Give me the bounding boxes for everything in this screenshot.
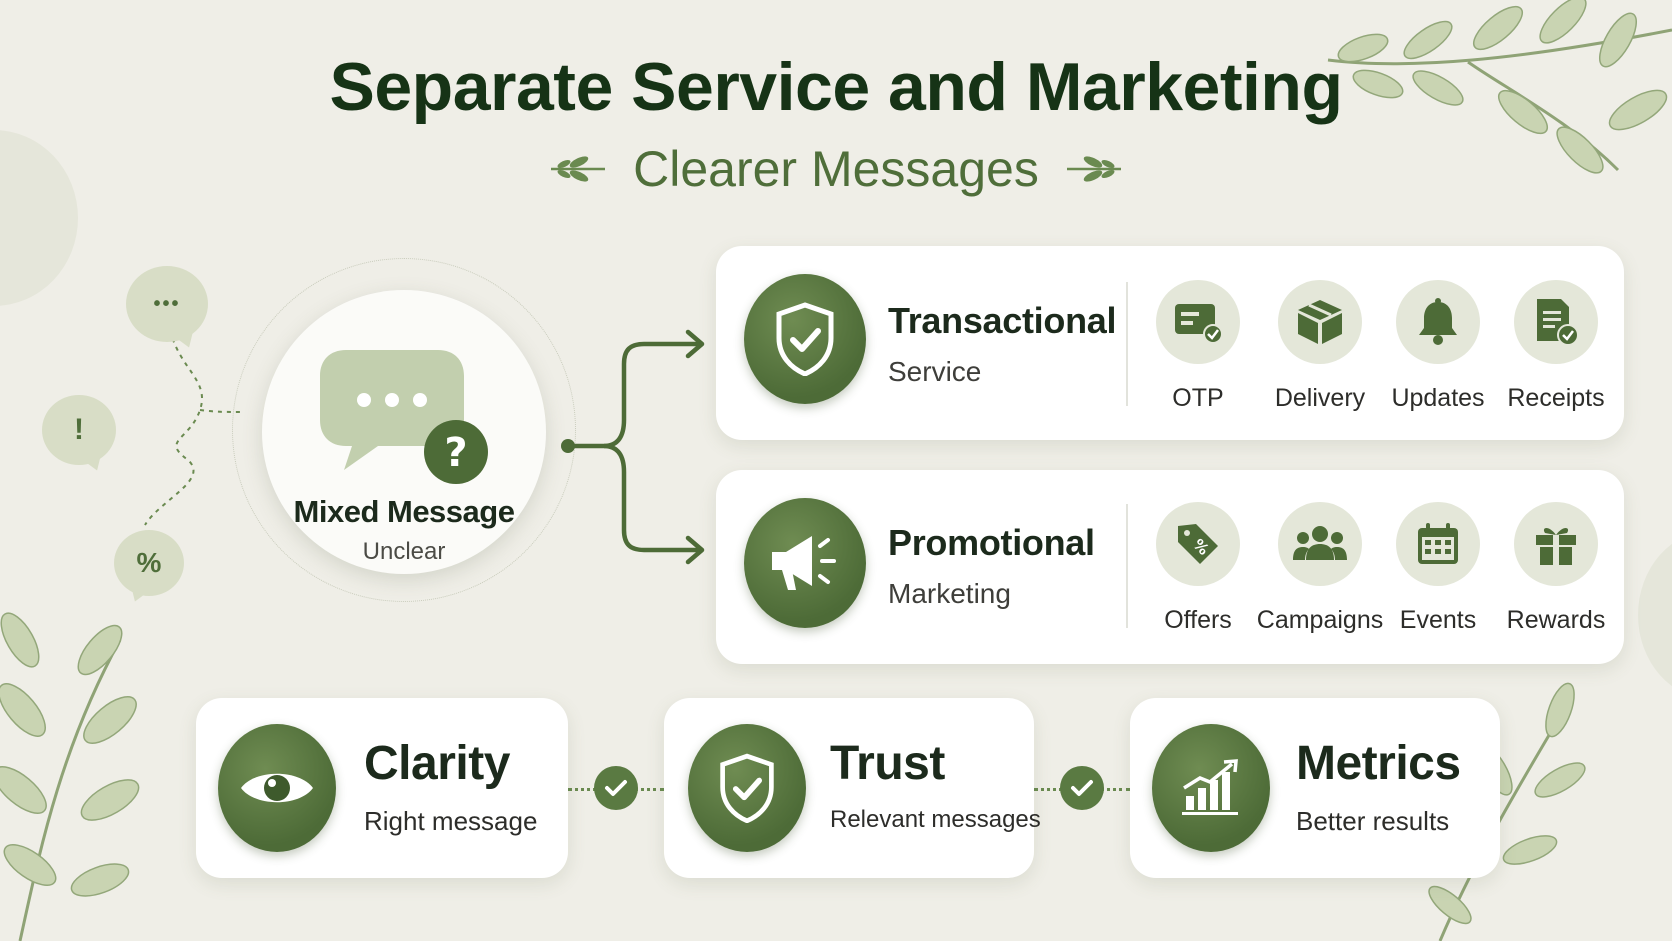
bubble-exclamation-symbol: !: [74, 413, 84, 446]
chat-bubble-exclamation-icon: !: [42, 395, 116, 475]
promotional-divider: [1126, 504, 1128, 628]
subtitle-row: Clearer Messages: [0, 140, 1672, 198]
benefit-subtitle-metrics: Better results: [1296, 806, 1450, 836]
item-label-offers: Offers: [1164, 606, 1232, 634]
check-icon-1: [594, 766, 638, 810]
transactional-divider: [1126, 282, 1128, 406]
shield-check-icon: [744, 274, 866, 404]
item-label-campaigns: Campaigns: [1256, 606, 1384, 634]
page-title: Separate Service and Marketing: [329, 49, 1343, 125]
sprig-right-icon: [1066, 156, 1121, 182]
promotional-subtitle: Marketing: [888, 578, 1011, 609]
mixed-message-ring: [232, 258, 576, 602]
tag-percent-icon: %: [1156, 502, 1240, 586]
benefit-title-trust: Trust: [830, 737, 945, 790]
mixed-chat-question-icon: ?: [320, 350, 488, 484]
bubble-percent-symbol: %: [136, 547, 162, 578]
benefit-subtitle-trust: Relevant messages: [830, 806, 1041, 833]
chat-bubble-dots-icon: •••: [126, 266, 208, 352]
mixed-message-subtitle: Unclear: [362, 538, 446, 565]
growth-chart-icon: [1152, 724, 1270, 852]
bell-icon: [1396, 280, 1480, 364]
otp-card-icon: [1156, 280, 1240, 364]
transactional-subtitle: Service: [888, 356, 982, 387]
gift-icon: [1514, 502, 1598, 586]
bubble-dots-symbol: •••: [153, 292, 181, 315]
leaf-branch-bottom-left: [0, 612, 140, 941]
megaphone-icon: [744, 498, 866, 628]
receipt-icon: [1514, 280, 1598, 364]
benefit-title-metrics: Metrics: [1296, 737, 1461, 790]
page-subtitle: Clearer Messages: [633, 141, 1039, 197]
check-icon-2: [1060, 766, 1104, 810]
item-label-updates: Updates: [1391, 384, 1485, 412]
svg-text:?: ?: [444, 430, 467, 476]
sprig-left-icon: [551, 156, 606, 182]
branch-arrows: [561, 329, 705, 565]
item-label-otp: OTP: [1172, 384, 1224, 412]
eye-icon: [218, 724, 336, 852]
mixed-message-title: Mixed Message: [293, 494, 515, 529]
shield-check-icon: [688, 724, 806, 852]
promotional-title: Promotional: [888, 522, 1095, 563]
benefit-title-clarity: Clarity: [364, 737, 510, 790]
chat-bubble-percent-icon: %: [114, 530, 184, 606]
benefit-subtitle-clarity: Right message: [364, 806, 538, 836]
item-label-delivery: Delivery: [1274, 384, 1366, 412]
item-label-events: Events: [1399, 606, 1477, 634]
leaf-branch-top-right: [1327, 0, 1672, 174]
calendar-icon: [1396, 502, 1480, 586]
transactional-title: Transactional: [888, 300, 1117, 341]
item-label-rewards: Rewards: [1506, 606, 1606, 634]
decor-circle-right: [1638, 530, 1672, 700]
package-icon: [1278, 280, 1362, 364]
people-icon: [1278, 502, 1362, 586]
item-label-receipts: Receipts: [1507, 384, 1605, 412]
